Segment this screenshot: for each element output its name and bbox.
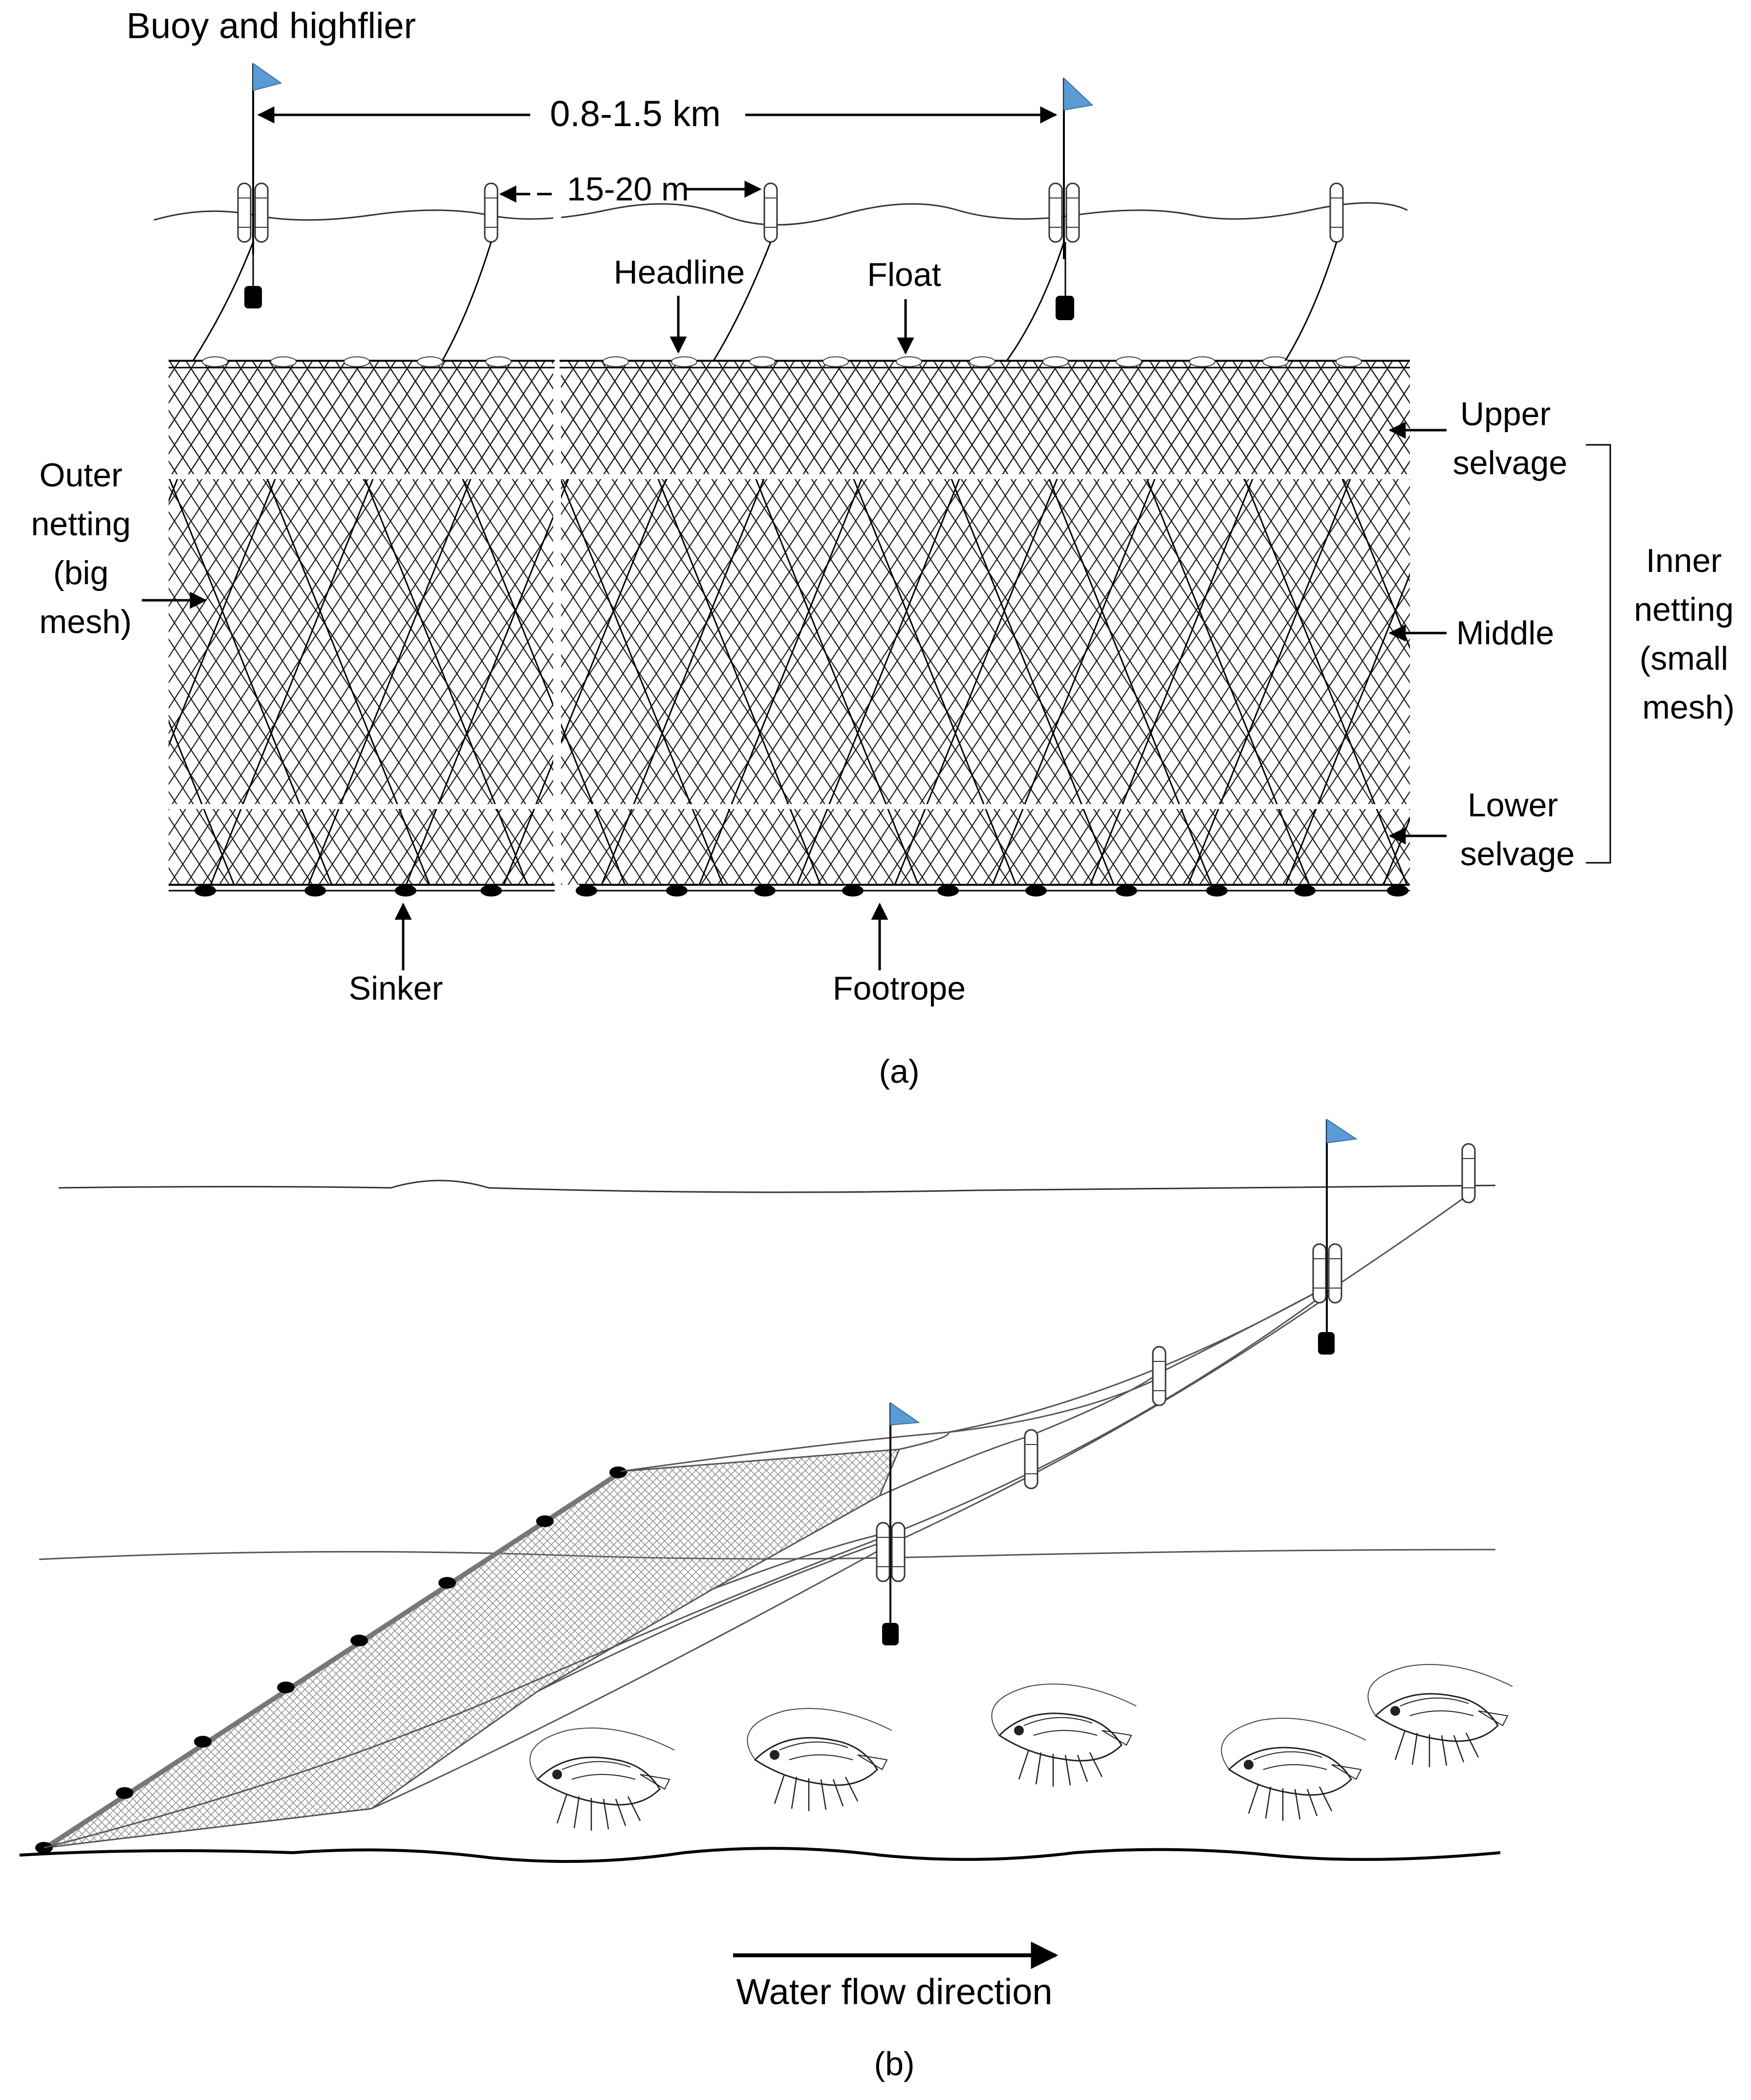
buoy-highflier-b-left [876, 1402, 920, 1645]
flag-icon [1063, 77, 1094, 111]
water-surface-b [58, 1180, 1496, 1193]
float-label: Float [867, 256, 941, 293]
middle-label: Middle [1456, 614, 1554, 652]
shrimp-5 [1367, 1663, 1513, 1768]
net-panel-b [43, 1448, 901, 1849]
flag-icon [253, 63, 282, 91]
headline-label: Headline [614, 254, 745, 291]
footrope-label: Footrope [833, 970, 966, 1007]
float-buoy-1 [441, 182, 498, 361]
upper-selvage-label: Upper selvage [1453, 395, 1567, 481]
shrimp-2 [746, 1707, 893, 1812]
shrimp-3 [991, 1683, 1137, 1788]
upper-selvage-right [560, 362, 1410, 474]
inner-netting-bracket [1586, 444, 1611, 864]
flow-direction-label: Water flow direction [736, 1971, 1052, 2012]
float-b-2 [1152, 1346, 1167, 1406]
distance-long-label: 0.8-1.5 km [550, 93, 721, 134]
sinkers-b [35, 1466, 627, 1854]
float-buoy-3 [1284, 182, 1344, 361]
inner-netting-label: Inner netting (small mesh) [1634, 542, 1743, 726]
caption-a: (a) [879, 1053, 919, 1090]
buoy-highflier-b-right [1312, 1118, 1358, 1355]
flag-icon [1326, 1118, 1358, 1144]
shrimp-4 [1220, 1717, 1367, 1822]
sea-floor [19, 1847, 1501, 1863]
panel-a: 0.8-1.5 km 15-20 m Buoy and highflier He… [31, 5, 1743, 1090]
float-buoy-2 [713, 182, 778, 361]
panel-b: Water flow direction (b) [19, 1118, 1513, 2082]
shrimp-1 [529, 1727, 675, 1832]
lower-selvage-label: Lower selvage [1460, 787, 1575, 873]
water-surface-a [153, 202, 1408, 226]
flag-icon [890, 1402, 920, 1426]
buoy-highflier-left [192, 63, 282, 361]
footrope-b [43, 1470, 622, 1851]
buoy-highflier-right [1006, 77, 1094, 361]
float-b-3 [1461, 1143, 1476, 1203]
sinker-label: Sinker [349, 970, 443, 1007]
sinkers [195, 885, 1408, 897]
float-b-1 [1024, 1429, 1038, 1489]
caption-b: (b) [874, 2045, 914, 2082]
outer-netting-label: Outer netting (big mesh) [31, 457, 140, 640]
buoy-label: Buoy and highflier [127, 5, 416, 46]
distance-short-label: 15-20 m [567, 171, 689, 208]
headline-floats [202, 356, 1362, 367]
